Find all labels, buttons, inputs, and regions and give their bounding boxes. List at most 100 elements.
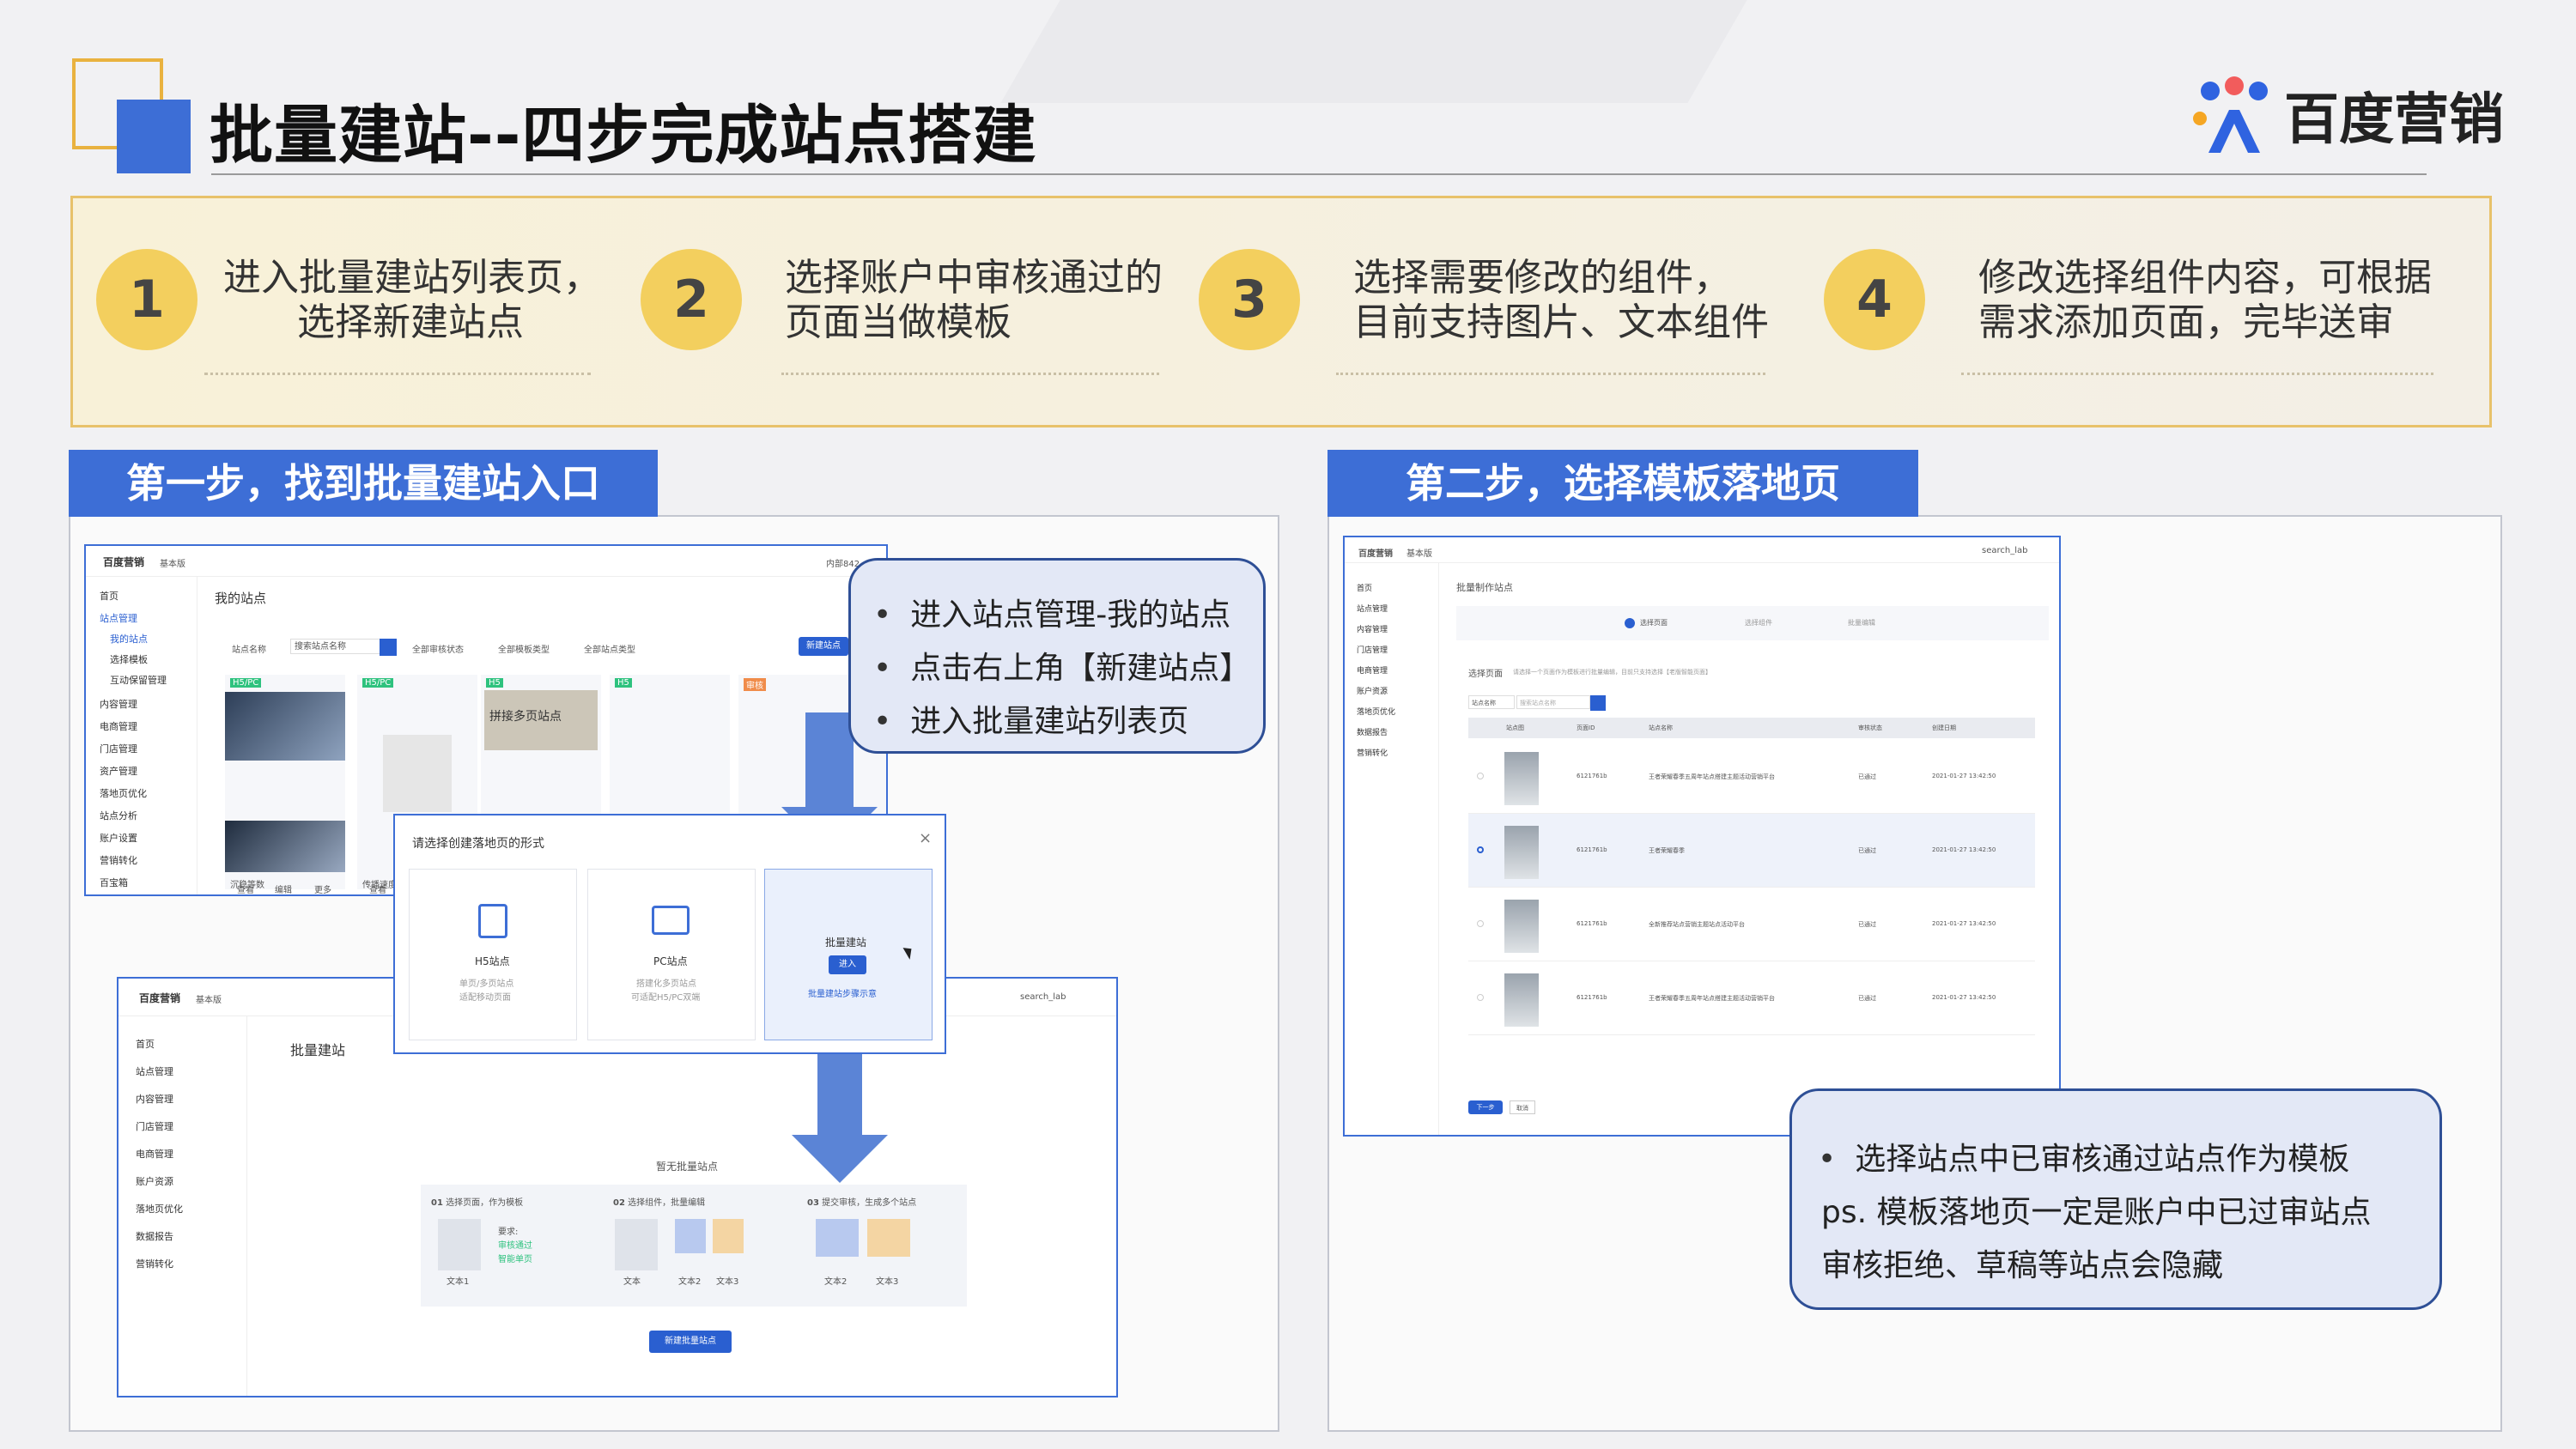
site-thumbnail (1504, 752, 1539, 805)
page-title: 我的站点 (215, 591, 267, 606)
nav-item[interactable]: 资产管理 (100, 766, 137, 777)
filter-label[interactable]: 站点名称 (232, 646, 266, 655)
nav-item[interactable]: 电商管理 (100, 721, 137, 732)
desktop-page-icon (652, 906, 690, 935)
search-input[interactable]: 搜索站点名称 (290, 639, 385, 654)
nav-item[interactable]: 内容管理 (136, 1094, 173, 1105)
table-row[interactable]: 6121761b 王者荣耀春季五周年站点搭建主题活动营销平台 已通过 2021-… (1468, 740, 2035, 814)
step-2-line-1: 选择账户中审核通过的 (785, 256, 1163, 300)
nav-item[interactable]: 营销转化 (1357, 749, 1388, 758)
step-3-line-2: 目前支持图片、文本组件 (1353, 300, 1769, 344)
site-thumbnail (1504, 826, 1539, 879)
nav-item[interactable]: 营销转化 (100, 855, 137, 866)
image-placeholder-icon (867, 1219, 910, 1257)
nav-item[interactable]: 营销转化 (136, 1258, 173, 1270)
row-radio[interactable] (1477, 920, 1484, 927)
site-thumbnail (1504, 900, 1539, 953)
step-3-line-1: 选择需要修改的组件， (1353, 256, 1731, 300)
page-title: 批量制作站点 (1456, 582, 1513, 593)
user-name: search_lab (1020, 992, 1066, 1002)
nav-item[interactable]: 内容管理 (1357, 626, 1388, 634)
nav-item-active[interactable]: 我的站点 (110, 634, 148, 645)
nav-item[interactable]: 落地页优化 (136, 1203, 183, 1215)
nav-item[interactable]: 门店管理 (136, 1121, 173, 1132)
nav-item[interactable]: 数据报告 (1357, 729, 1388, 737)
nav-item[interactable]: 账户资源 (1357, 688, 1388, 696)
empty-state-text: 暂无批量站点 (656, 1161, 719, 1173)
nav-item[interactable]: 百宝箱 (100, 877, 128, 888)
site-card[interactable]: H5/PC 沉稳等数 (225, 675, 345, 890)
nav-item[interactable]: 互动保留管理 (110, 675, 167, 686)
next-step-button[interactable]: 下一步 (1468, 1100, 1503, 1114)
nav-item[interactable]: 门店管理 (100, 743, 137, 755)
sidebar: 首页 站点管理 内容管理 门店管理 电商管理 账户资源 落地页优化 数据报告 营… (118, 1016, 247, 1396)
thumb-label: 文本2 (824, 1277, 848, 1287)
callout-bullet: 选择站点中已审核通过站点作为模板 (1818, 1134, 2349, 1179)
close-icon[interactable]: × (919, 829, 933, 847)
table-row[interactable]: 6121761b 全新推荐站点营销主题站点活动平台 已通过 2021-01-27… (1468, 888, 2035, 961)
nav-item[interactable]: 内容管理 (100, 699, 137, 710)
row-radio[interactable] (1477, 994, 1484, 1001)
card-action-more[interactable]: 更多 (314, 886, 331, 895)
card-action-view[interactable]: 查看 (369, 886, 386, 895)
nav-item[interactable]: 站点管理 (100, 613, 137, 624)
row-radio[interactable] (1477, 773, 1484, 779)
flow-step-text: 提交审核，生成多个站点 (822, 1198, 917, 1208)
nav-item[interactable]: 站点分析 (100, 810, 137, 822)
user-name: search_lab (1982, 546, 2028, 555)
nav-item[interactable]: 电商管理 (136, 1149, 173, 1160)
search-icon[interactable] (1590, 695, 1606, 711)
cell-date: 2021-01-27 13:42:50 (1932, 846, 1996, 853)
option-batch-build[interactable]: 批量建站 进入 批量建站步骤示意 (764, 869, 933, 1040)
cancel-button[interactable]: 取消 (1510, 1100, 1535, 1114)
step-1-rule (204, 373, 591, 375)
table-row[interactable]: 6121761b 王者荣耀春季五周年站点搭建主题活动营销平台 已通过 2021-… (1468, 961, 2035, 1035)
filter-dropdown[interactable]: 全部站点类型 (584, 646, 635, 655)
brand-name: 百度营销 (103, 556, 145, 568)
nav-item[interactable]: 账户设置 (100, 833, 137, 844)
nav-item[interactable]: 账户资源 (136, 1176, 173, 1187)
card-action-edit[interactable]: 编辑 (275, 886, 292, 895)
option-name: 批量建站 (825, 937, 867, 949)
new-site-button[interactable]: 新建站点 (799, 637, 848, 656)
nav-item[interactable]: 落地页优化 (1357, 708, 1396, 717)
table-row-selected[interactable]: 6121761b 王者荣耀春季 已通过 2021-01-27 13:42:50 (1468, 814, 2035, 888)
cell-date: 2021-01-27 13:42:50 (1932, 994, 1996, 1001)
callout-note: 审核拒绝、草稿等站点会隐藏 (1821, 1248, 2224, 1283)
step-number-3: 3 (1199, 249, 1300, 350)
row-radio-selected[interactable] (1477, 846, 1484, 853)
nav-item[interactable]: 站点管理 (136, 1066, 173, 1077)
baidu-marketing-logo-icon (2193, 76, 2268, 153)
nav-item[interactable]: 电商管理 (1357, 667, 1388, 676)
option-h5-site[interactable]: H5站点 单页/多页站点 适配移动页面 (409, 869, 577, 1040)
card-action-view[interactable]: 查看 (237, 886, 254, 895)
nav-item[interactable]: 门店管理 (1357, 646, 1388, 655)
step-4-rule (1961, 373, 2433, 375)
filter-dropdown[interactable]: 站点名称 (1468, 695, 1515, 709)
enter-button[interactable]: 进入 (829, 955, 866, 974)
batch-steps-link[interactable]: 批量建站步骤示意 (808, 990, 877, 999)
nav-item[interactable]: 站点管理 (1357, 605, 1388, 614)
page-title: 批量建站--四步完成站点搭建 (210, 99, 1037, 173)
require-item: 智能单页 (498, 1255, 532, 1264)
nav-item[interactable]: 选择模板 (110, 654, 148, 665)
nav-item[interactable]: 数据报告 (136, 1231, 173, 1242)
nav-item[interactable]: 首页 (1357, 585, 1373, 593)
nav-item[interactable]: 首页 (136, 1039, 155, 1050)
option-name: H5站点 (475, 955, 510, 967)
card-image (383, 735, 452, 812)
section-1-callout: 进入站点管理-我的站点 点击右上角【新建站点】 进入批量建站列表页 (848, 558, 1266, 754)
search-icon[interactable] (380, 639, 397, 656)
dialog-title: 请选择创建落地页的形式 (412, 837, 544, 851)
new-batch-site-button[interactable]: 新建批量站点 (649, 1331, 732, 1353)
nav-item[interactable]: 首页 (100, 591, 118, 602)
filter-dropdown[interactable]: 全部审核状态 (412, 646, 464, 655)
title-decoration-square (117, 100, 191, 173)
nav-item[interactable]: 落地页优化 (100, 788, 147, 799)
filter-dropdown[interactable]: 全部模板类型 (498, 646, 550, 655)
option-pc-site[interactable]: PC站点 搭建化多页站点 可适配H5/PC双端 (587, 869, 756, 1040)
cell-name: 王者荣耀春季 (1649, 847, 1685, 854)
cell-date: 2021-01-27 13:42:50 (1932, 920, 1996, 927)
edition-label: 基本版 (160, 560, 185, 569)
search-input[interactable]: 搜索站点名称 (1516, 695, 1590, 709)
